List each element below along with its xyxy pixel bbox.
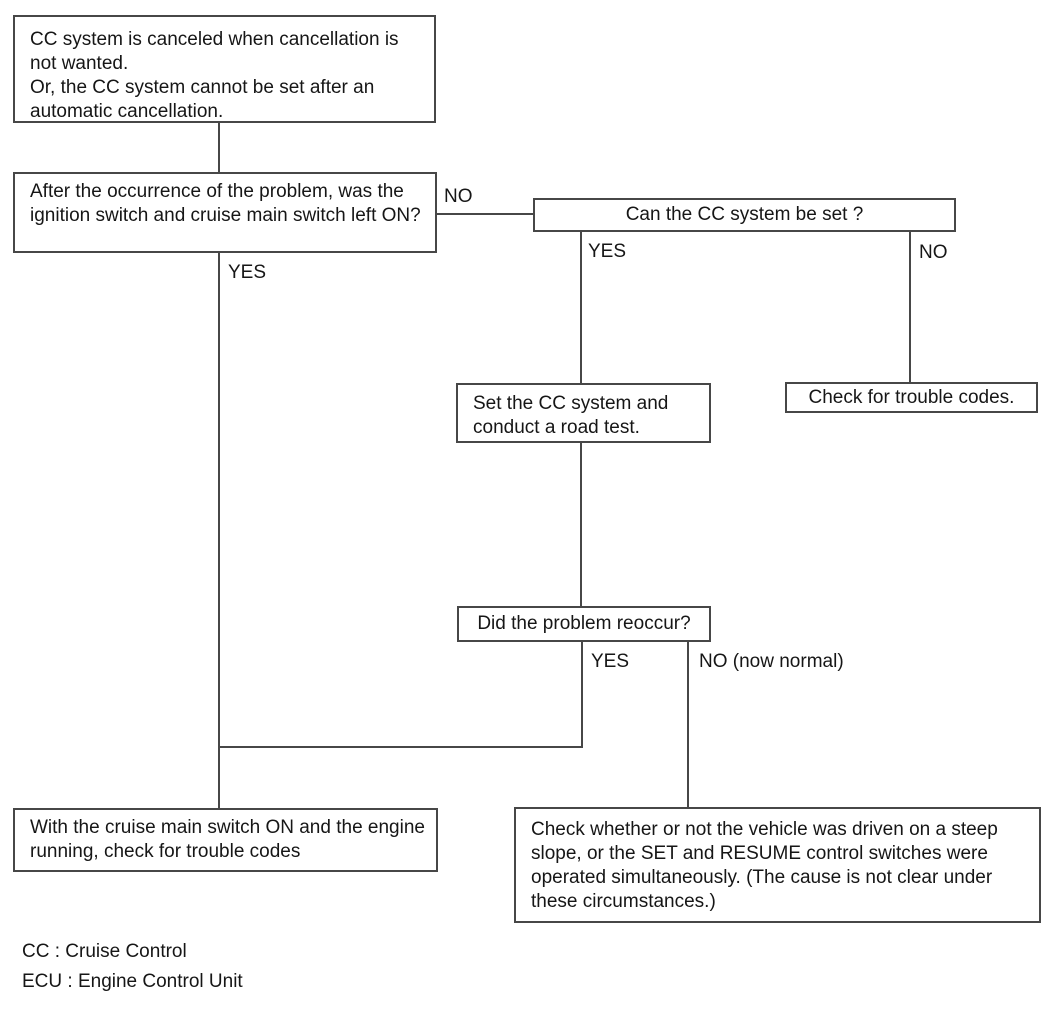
- node-question-can-cc-be-set: Can the CC system be set ?: [533, 198, 956, 232]
- edge-road-test-to-reoccur: [580, 441, 582, 608]
- branch-label-no-ignition: NO: [444, 186, 473, 207]
- edge-can-set-yes-to-road-test: [580, 230, 582, 385]
- node-question-ignition-left-on: After the occurrence of the problem, was…: [13, 172, 437, 253]
- branch-label-no-can-set: NO: [919, 242, 948, 263]
- branch-label-yes-can-set: YES: [588, 241, 627, 262]
- node-problem-statement: CC system is canceled when cancellation …: [13, 15, 436, 123]
- edge-start-to-question1: [218, 123, 220, 174]
- edge-reoccur-yes-down: [581, 641, 583, 748]
- edge-can-set-no-to-trouble-codes: [909, 230, 911, 384]
- branch-label-no-now-normal: NO (now normal): [699, 651, 844, 672]
- node-set-cc-road-test: Set the CC system and conduct a road tes…: [456, 383, 711, 443]
- legend-abbreviations: CC : Cruise Control ECU : Engine Control…: [22, 937, 243, 997]
- node-check-trouble-codes: Check for trouble codes.: [785, 382, 1038, 413]
- node-check-codes-engine-running: With the cruise main switch ON and the e…: [13, 808, 438, 872]
- edge-no-branch-to-can-set: [434, 213, 535, 215]
- legend-cc: CC : Cruise Control: [22, 941, 187, 962]
- branch-label-yes-ignition: YES: [228, 262, 267, 283]
- edge-yes-branch-to-check-codes: [218, 251, 220, 810]
- legend-ecu: ECU : Engine Control Unit: [22, 971, 243, 992]
- branch-label-yes-reoccur: YES: [591, 651, 630, 672]
- edge-reoccur-yes-join-left: [218, 746, 583, 748]
- node-check-steep-slope: Check whether or not the vehicle was dri…: [514, 807, 1041, 923]
- node-question-problem-reoccur: Did the problem reoccur?: [457, 606, 711, 642]
- edge-reoccur-no-to-steep-slope: [687, 641, 689, 809]
